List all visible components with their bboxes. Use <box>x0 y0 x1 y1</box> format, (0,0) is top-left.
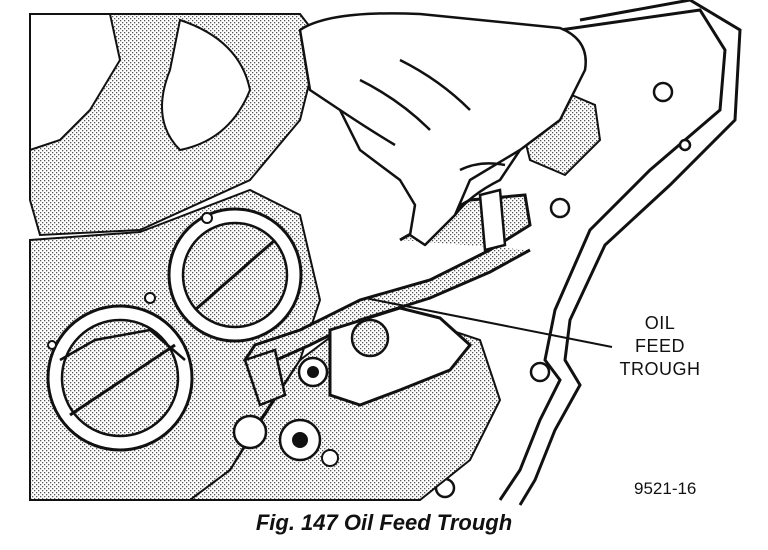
engine-casting-background <box>29 13 322 237</box>
cover-bolt-holes <box>434 81 692 499</box>
figure-caption: Fig. 147 Oil Feed Trough <box>255 510 513 535</box>
bracket-assembly <box>232 306 473 467</box>
crankshaft-bore-lower <box>46 304 194 452</box>
figure-number: 9521-16 <box>634 479 697 498</box>
callout-line-1: OIL <box>644 313 676 333</box>
engine-block-illustration <box>29 0 742 506</box>
hand <box>298 12 587 247</box>
callout-line-3: TROUGH <box>619 359 701 379</box>
camshaft-bore-upper <box>144 207 303 343</box>
oil-feed-trough-callout: OIL FEED TROUGH <box>590 312 730 381</box>
callout-line-2: FEED <box>634 336 685 356</box>
callout-leader-line <box>364 297 613 348</box>
